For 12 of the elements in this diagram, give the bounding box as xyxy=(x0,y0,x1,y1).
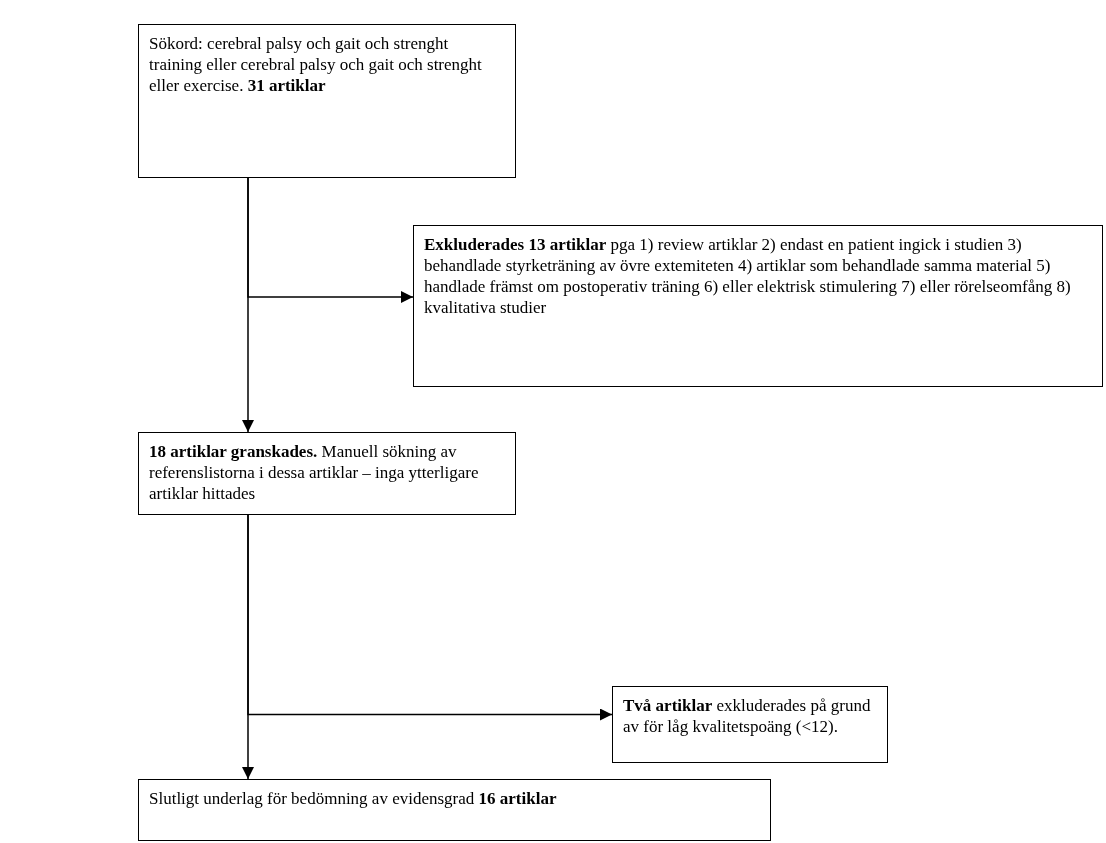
box-text: Exkluderades 13 artiklar pga 1) review artiklar 2) endast en patient ingick i studien 3) behandlade styrketräning av övre extemiteten 4) artiklar som behandlade samma material 5) handlade främst om postoperativ träning 6) eller elektrisk stimulering 7) eller rörelseomfång 8) kvalitativa studier xyxy=(424,234,1072,318)
process-box xyxy=(138,432,516,515)
process-box xyxy=(138,24,516,178)
arrow xyxy=(247,177,414,303)
box-text: Slutligt underlag för bedömning av evidensgrad 16 artiklar xyxy=(149,788,558,809)
process-box xyxy=(413,225,1103,387)
box-text: Två artiklar exkluderades på grund av för låg kvalitetspoäng (<12). xyxy=(623,695,872,737)
box-text: 18 artiklar granskades. Manuell sökning av referenslistorna i dessa artiklar – inga ytterligare artiklar hittades xyxy=(149,441,480,504)
box-text: Sökord: cerebral palsy och gait och strenght training eller cerebral palsy och gait och strenght eller exercise. 31 artiklar xyxy=(149,33,483,96)
arrow xyxy=(247,514,613,721)
process-box xyxy=(138,779,771,841)
process-box xyxy=(612,686,888,763)
